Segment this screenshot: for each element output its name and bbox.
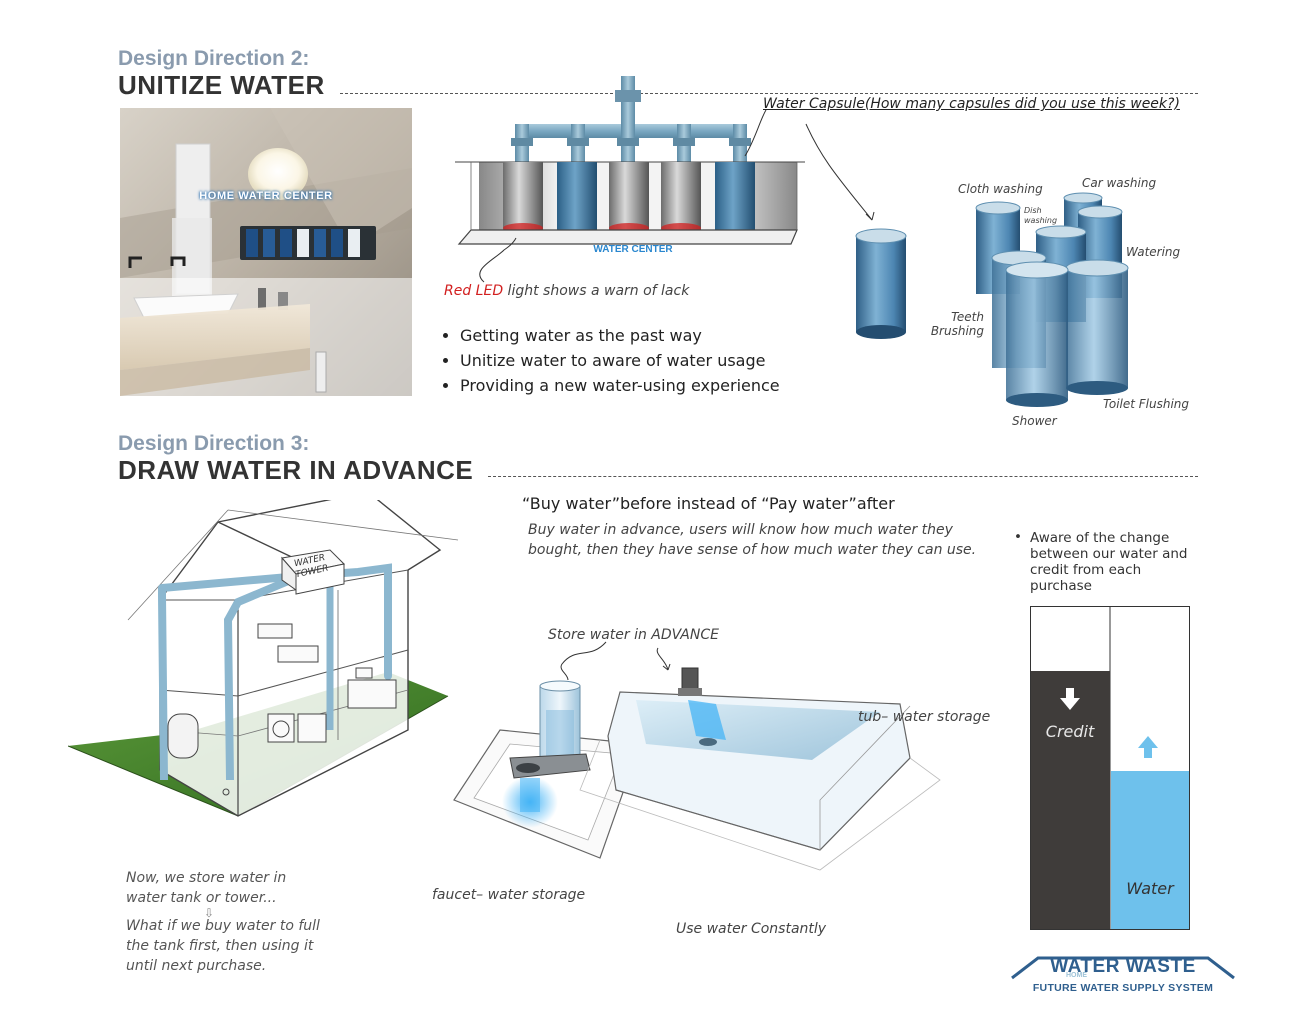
home-water-center-label: HOME WATER CENTER — [199, 190, 333, 202]
section2-title: UNITIZE WATER — [118, 70, 325, 100]
bar-credit — [1031, 671, 1110, 929]
bathroom-illustration — [120, 108, 412, 396]
aware-bullet: • Aware of the change between our water … — [1014, 529, 1190, 594]
credit-water-chart: Credit Water — [1030, 606, 1190, 930]
house-sketch — [68, 500, 459, 817]
water-waste-logo: WATER WASTE HOME FUTURE WATER SUPPLY SYS… — [1008, 952, 1238, 998]
faucet-storage-label: faucet– water storage — [432, 887, 586, 903]
water-center-label: WATER CENTER — [593, 244, 673, 255]
credit-down-arrow-icon — [1060, 688, 1080, 710]
section2-bullets: Getting water as the past way Unitize wa… — [446, 326, 826, 401]
dish-line2: washing — [1024, 216, 1058, 225]
bullet-item: Unitize water to aware of water usage — [460, 351, 826, 370]
what-line3: until next purchase. — [126, 958, 267, 974]
section3-headline: “Buy water”before instead of “Pay water”… — [522, 494, 895, 513]
bullet-dot: • — [1014, 529, 1022, 545]
dish-line1: Dish — [1024, 206, 1042, 215]
store-water-label: Store water in ADVANCE — [548, 627, 719, 643]
desc-line-1: Buy water in advance, users will know ho… — [528, 522, 953, 538]
bullet-item: Getting water as the past way — [460, 326, 826, 345]
section2-divider — [340, 93, 1198, 94]
what-line1: What if we buy water to full — [126, 918, 320, 934]
teeth-line1: Teeth — [951, 310, 984, 324]
faucet-tub-illustration — [453, 641, 941, 871]
section2-pre-title: Design Direction 2: — [118, 47, 310, 70]
red-led-word: Red LED — [444, 283, 504, 299]
logo-main: WATER WASTE — [1050, 956, 1196, 977]
section3-pre-title: Design Direction 3: — [118, 432, 310, 455]
capsule-cluster — [855, 192, 1129, 407]
capsule-label-toilet: Toilet Flushing — [1103, 397, 1190, 411]
bullet-item: Providing a new water-using experience — [460, 376, 826, 395]
aware-text: Aware of the change between our water an… — [1030, 530, 1188, 594]
desc-line-2: bought, then they have sense of how much… — [528, 542, 977, 558]
down-arrow-icon: ⇩ — [204, 906, 215, 920]
now-line2: water tank or tower... — [126, 890, 277, 906]
credit-water-svg — [1030, 606, 1190, 930]
red-led-rest: light shows a warn of lack — [503, 283, 690, 299]
capsule-label-cloth: Cloth washing — [958, 182, 1043, 196]
what-line2: the tank first, then using it — [126, 938, 314, 954]
water-up-arrow-icon — [1138, 736, 1158, 758]
credit-label: Credit — [1045, 722, 1095, 741]
home-water-center-photo: HOME WATER CENTER — [120, 108, 412, 396]
section3-description: Buy water in advance, users will know ho… — [528, 520, 976, 560]
water-center-illustration: WATER CENTER — [445, 76, 805, 266]
red-led-caption: Red LED light shows a warn of lack — [444, 283, 689, 299]
water-capsule-caption: Water Capsule(How many capsules did you … — [763, 96, 1180, 112]
section3-title: DRAW WATER IN ADVANCE — [118, 455, 474, 485]
house-roof-icon — [1011, 956, 1235, 980]
capsule-label-car: Car washing — [1082, 176, 1157, 190]
what-if-text: What if we buy water to full the tank fi… — [126, 916, 320, 976]
tub-storage-label: tub– water storage — [858, 709, 991, 725]
water-center-svg — [455, 76, 805, 245]
water-label: Water — [1126, 879, 1174, 898]
section3-divider — [488, 476, 1198, 477]
now-line1: Now, we store water in — [126, 870, 287, 886]
bar-water — [1111, 771, 1189, 929]
annotation-lines — [479, 109, 875, 283]
now-text: Now, we store water in water tank or tow… — [126, 868, 286, 908]
use-water-label: Use water Constantly — [676, 921, 827, 937]
teeth-line2: Brushing — [930, 324, 984, 338]
logo-small: HOME — [1066, 972, 1087, 979]
capsule-label-watering: Watering — [1126, 245, 1181, 259]
logo-sub: FUTURE WATER SUPPLY SYSTEM — [1032, 982, 1214, 994]
capsule-label-shower: Shower — [1012, 414, 1057, 428]
